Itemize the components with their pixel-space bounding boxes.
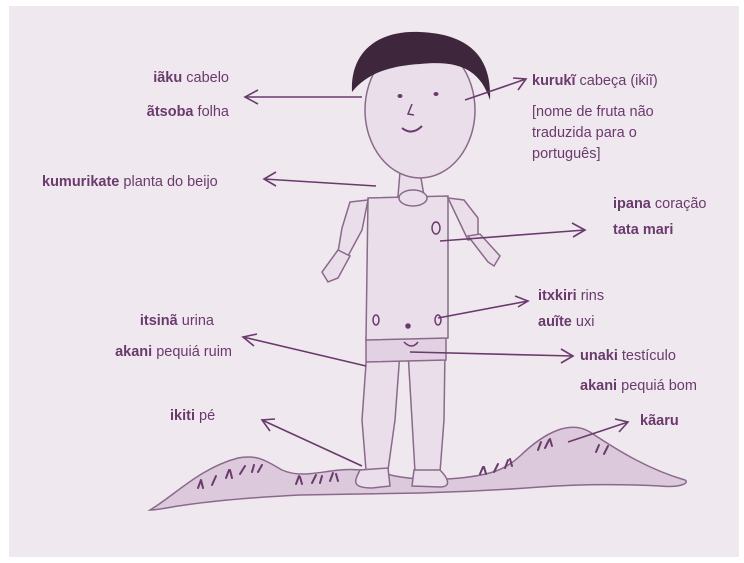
- term-akani-bom: akani: [580, 378, 617, 394]
- label-atsoba: ãtsoba folha: [147, 101, 229, 123]
- label-kuruki: kurukĩ cabeça (ikiĩ): [532, 70, 658, 92]
- gloss-itxkiri: rins: [581, 288, 604, 304]
- label-itxkiri: itxkiri rins: [538, 285, 604, 307]
- legs: [356, 350, 448, 488]
- label-kuruki-note-3: português]: [532, 143, 601, 165]
- gloss-unaki: testículo: [622, 348, 676, 364]
- head: [352, 32, 490, 178]
- label-kumurikate: kumurikate planta do beijo: [42, 171, 218, 193]
- label-tata-mari: tata mari: [613, 219, 673, 241]
- gloss-akani-ruim: pequiá ruim: [156, 344, 232, 360]
- term-kuruki: kurukĩ: [532, 73, 576, 89]
- gloss-kuruki-note-3: português]: [532, 146, 601, 162]
- label-kaaru: kãaru: [640, 410, 679, 432]
- term-auite: auĩte: [538, 314, 572, 330]
- label-akani-ruim: akani pequiá ruim: [115, 341, 232, 363]
- term-ikiti: ikiti: [170, 408, 195, 424]
- gloss-kumurikate: planta do beijo: [123, 174, 217, 190]
- gloss-kuruki-note-1: [nome de fruta não: [532, 104, 654, 120]
- term-tata-mari: tata mari: [613, 222, 673, 238]
- label-akani-bom: akani pequiá bom: [580, 375, 697, 397]
- term-ipana: ipana: [613, 196, 651, 212]
- label-itsina: itsinã urina: [140, 310, 214, 332]
- gloss-ipana: coração: [655, 196, 707, 212]
- gloss-iaku: cabelo: [186, 70, 229, 86]
- gloss-kuruki: cabeça (ikiĩ): [580, 73, 658, 89]
- label-unaki: unaki testículo: [580, 345, 676, 367]
- term-iaku: iãku: [153, 70, 182, 86]
- label-iaku: iãku cabelo: [153, 67, 229, 89]
- label-ikiti: ikiti pé: [170, 405, 215, 427]
- term-akani-ruim: akani: [115, 344, 152, 360]
- label-ipana: ipana coração: [613, 193, 707, 215]
- gloss-kuruki-note-2: traduzida para o: [532, 125, 637, 141]
- term-kaaru: kãaru: [640, 413, 679, 429]
- term-itsina: itsinã: [140, 313, 178, 329]
- gloss-auite: uxi: [576, 314, 595, 330]
- term-atsoba: ãtsoba: [147, 104, 194, 120]
- label-kuruki-note-1: [nome de fruta não: [532, 101, 654, 123]
- term-unaki: unaki: [580, 348, 618, 364]
- label-auite: auĩte uxi: [538, 311, 594, 333]
- term-itxkiri: itxkiri: [538, 288, 577, 304]
- gloss-akani-bom: pequiá bom: [621, 378, 697, 394]
- term-kumurikate: kumurikate: [42, 174, 119, 190]
- gloss-atsoba: folha: [198, 104, 229, 120]
- gloss-ikiti: pé: [199, 408, 215, 424]
- label-kuruki-note-2: traduzida para o: [532, 122, 637, 144]
- gloss-itsina: urina: [182, 313, 214, 329]
